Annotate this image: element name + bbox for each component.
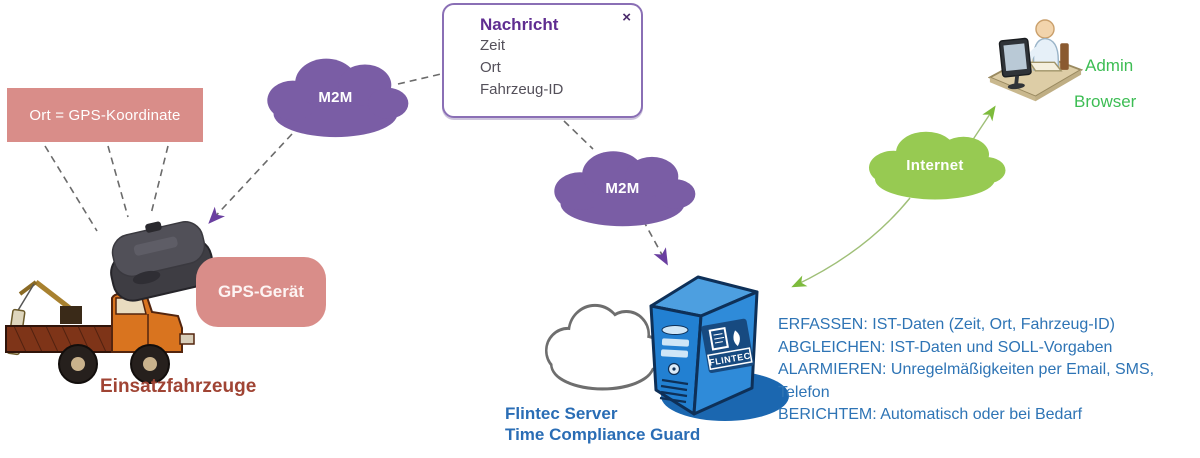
gps-geraet-badge: GPS-Gerät	[196, 257, 326, 327]
server-cloud-outline	[540, 300, 665, 392]
ort-gps-koordinate-label: Ort = GPS-Koordinate	[29, 106, 181, 124]
server-functions: ERFASSEN: IST-Daten (Zeit, Ort, Fahrzeug…	[778, 314, 1198, 427]
server-caption: Flintec Server Time Compliance Guard	[505, 403, 700, 445]
nachricht-title: Nachricht	[480, 15, 559, 34]
browser-label: Browser	[1074, 92, 1137, 111]
server-caption-line1: Flintec Server	[505, 404, 618, 423]
ort-to-device-line-3	[150, 145, 169, 215]
function-alarmieren: ALARMIEREN: Unregelmäßigkeiten per Email…	[778, 361, 1155, 401]
ort-to-device-line-2	[107, 145, 129, 218]
tow-truck-illustration	[0, 268, 200, 420]
server-caption-line2: Time Compliance Guard	[505, 425, 701, 444]
m2m-cloud-right: M2M	[545, 145, 700, 229]
ort-gps-koordinate-box: Ort = GPS-Koordinate	[7, 88, 203, 142]
admin-workstation-icon	[987, 19, 1084, 102]
m2m-cloud-left: M2M	[258, 52, 413, 140]
ort-to-device-line-1	[44, 145, 98, 232]
close-icon[interactable]: ×	[622, 9, 631, 26]
flintec-logo: FLINTEC	[701, 318, 754, 374]
nachricht-popup: × Nachricht Zeit Ort Fahrzeug-ID	[442, 3, 643, 118]
vehicle-caption: Einsatzfahrzeuge	[100, 376, 257, 397]
gps-geraet-label: GPS-Gerät	[218, 282, 304, 301]
admin-workstation	[987, 12, 1084, 104]
internet-cloud: Internet	[860, 126, 1010, 202]
flintec-server: FLINTEC	[643, 266, 793, 424]
m2m-to-device-arrow	[208, 133, 293, 224]
nachricht-item-fahrzeug-id: Fahrzeug-ID	[480, 81, 564, 98]
admin-label: Admin	[1085, 56, 1134, 75]
function-abgleichen: ABGLEICHEN: IST-Daten und SOLL-Vorgaben	[778, 338, 1113, 356]
internet-to-server-arrow	[791, 197, 911, 288]
cloud-icon	[869, 131, 1006, 200]
cloud-icon	[554, 151, 696, 227]
function-berichtem: BERICHTEM: Automatisch oder bei Bedarf	[778, 406, 1083, 423]
function-erfassen: ERFASSEN: IST-Daten (Zeit, Ort, Fahrzeug…	[778, 316, 1115, 333]
cloud-icon	[267, 58, 409, 138]
server-tower-icon: FLINTEC	[649, 275, 789, 421]
nachricht-item-ort: Ort	[480, 59, 501, 76]
cloud-icon	[545, 303, 664, 391]
nachricht-item-zeit: Zeit	[480, 37, 506, 54]
tow-truck-icon	[5, 280, 195, 384]
gps-device	[103, 218, 218, 303]
gps-device-icon	[110, 221, 215, 302]
